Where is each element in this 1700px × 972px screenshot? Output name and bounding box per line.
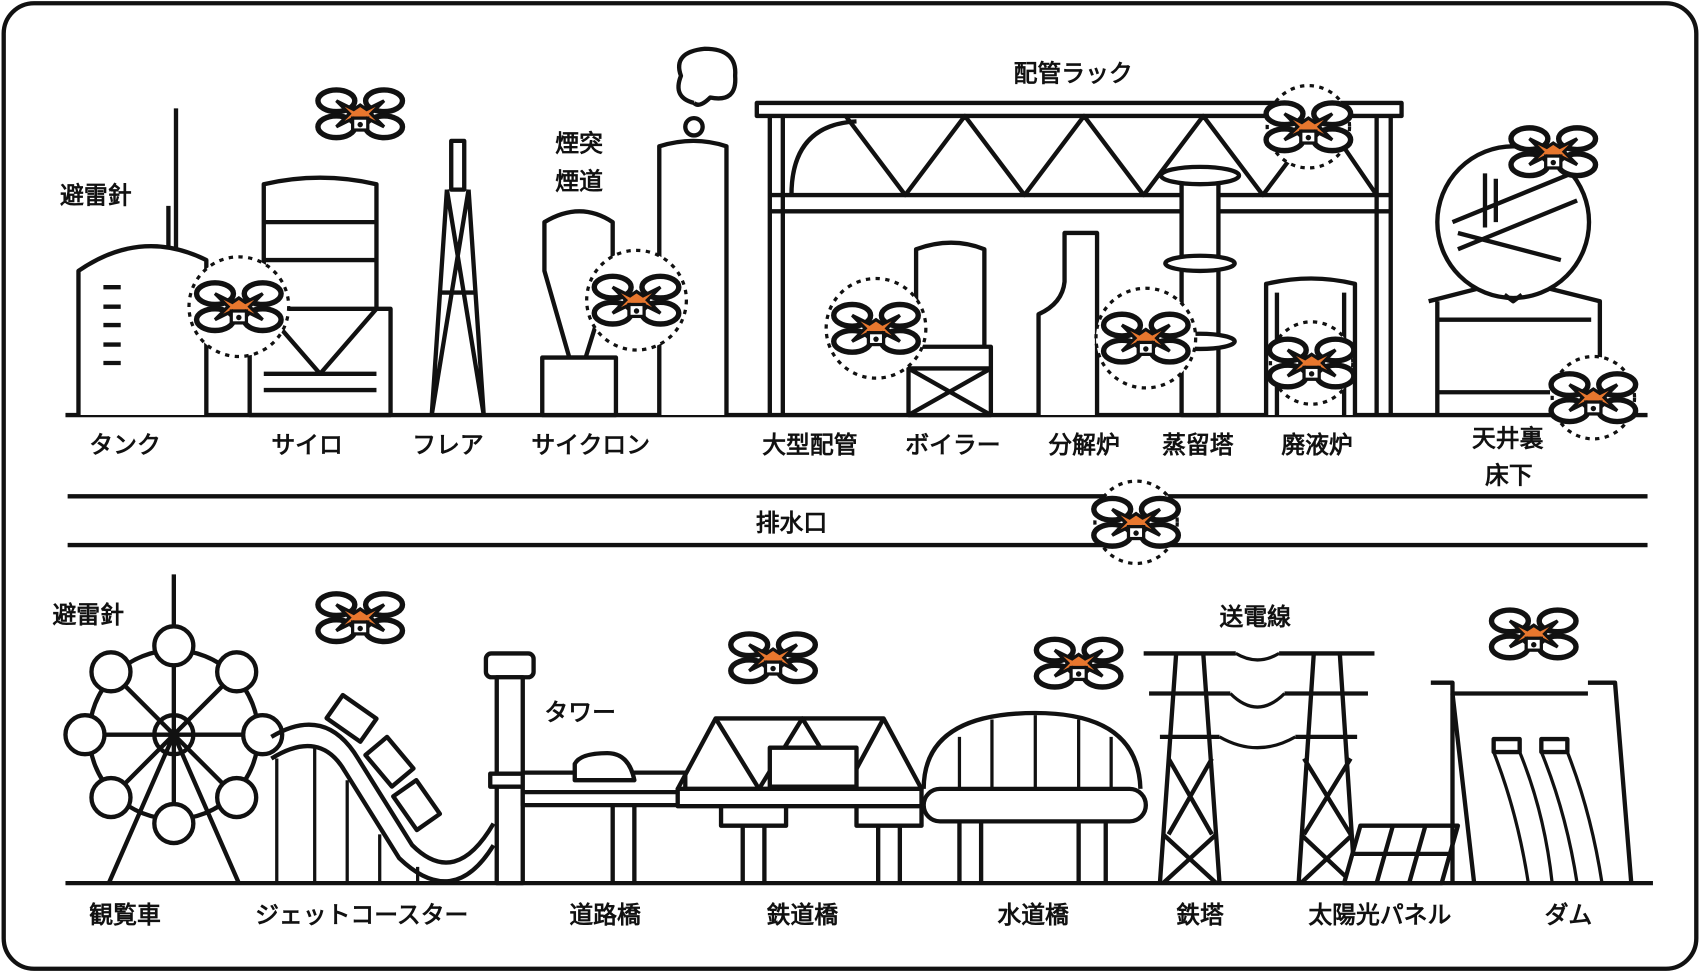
flare-stack — [429, 138, 486, 416]
label-chimney: 煙突 — [555, 130, 603, 158]
label-cracking-furnace: 分解炉 — [1048, 431, 1119, 459]
label-silo: サイロ — [271, 431, 342, 459]
tank — [76, 108, 209, 416]
drone — [1269, 320, 1354, 406]
label-lightning-rod-top: 避雷針 — [60, 182, 132, 210]
solar-panel — [1341, 823, 1461, 886]
labels: 避雷針 煙突 煙道 配管ラック タンク サイロ フレア サイクロン 大型配管 ボ… — [52, 59, 1592, 929]
label-ceiling: 天井裏 — [1472, 424, 1544, 452]
label-boiler: ボイラー — [905, 431, 1000, 459]
cracking-furnace — [1036, 230, 1100, 416]
transmission-towers — [1143, 651, 1375, 885]
label-roller-coaster: ジェットコースター — [255, 901, 468, 929]
label-tower: タワー — [544, 699, 615, 727]
drone — [1551, 354, 1636, 441]
label-large-piping: 大型配管 — [762, 431, 857, 459]
cyclone — [540, 46, 738, 418]
label-lightning-rod-bottom: 避雷針 — [52, 601, 124, 629]
label-ferris-wheel: 観覧車 — [89, 901, 161, 929]
aqueduct — [921, 710, 1148, 884]
railway-bridge — [675, 716, 924, 884]
label-drain: 排水口 — [756, 509, 827, 537]
label-cyclone: サイクロン — [531, 431, 650, 459]
building-ceiling-floor — [1428, 144, 1603, 416]
label-flare: フレア — [412, 431, 483, 459]
label-pylon: 鉄塔 — [1176, 901, 1224, 929]
infrastructure-structures — [63, 574, 1653, 886]
drone — [1266, 83, 1351, 170]
drone — [824, 276, 928, 380]
pipe-rack — [754, 100, 1404, 416]
label-waste-incinerator: 廃液炉 — [1281, 431, 1352, 459]
drone — [1094, 479, 1179, 566]
label-power-line: 送電線 — [1220, 603, 1292, 631]
label-road-bridge: 道路橋 — [569, 901, 641, 929]
label-distillation-tower: 蒸留塔 — [1162, 431, 1234, 459]
industrial-structures — [65, 46, 1648, 548]
drones — [187, 83, 1636, 687]
boiler — [906, 240, 994, 418]
silo — [247, 175, 393, 418]
road-bridge — [520, 750, 688, 884]
label-railway-bridge: 鉄道橋 — [767, 901, 839, 929]
label-pipe-rack: 配管ラック — [1014, 59, 1133, 87]
label-solar-panel: 太陽光パネル — [1308, 901, 1451, 929]
label-flue: 煙道 — [555, 168, 603, 196]
drone — [1094, 286, 1198, 390]
dam — [1430, 680, 1634, 884]
drone — [187, 255, 291, 359]
roller-coaster — [270, 692, 496, 884]
label-tank: タンク — [89, 431, 160, 459]
drone — [585, 248, 688, 352]
distillation-tower — [1158, 164, 1242, 418]
label-aqueduct: 水道橋 — [997, 901, 1069, 929]
label-dam: ダム — [1545, 901, 1593, 929]
label-underfloor: 床下 — [1485, 461, 1533, 489]
ferris-wheel — [63, 574, 285, 885]
